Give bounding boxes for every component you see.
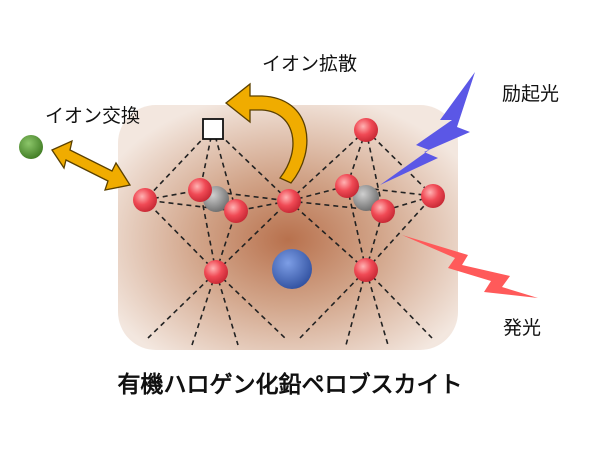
- halide-atom: [188, 178, 212, 202]
- diagram-caption: 有機ハロゲン化鉛ペロブスカイト: [118, 371, 463, 398]
- halide-atom: [335, 174, 359, 198]
- halide-atom: [354, 258, 378, 282]
- ion-exchange-arrow-icon: [51, 139, 132, 191]
- lead-atom-right: [353, 185, 379, 211]
- exchange-ion: [19, 135, 43, 159]
- label-ion-exchange: イオン交換: [45, 105, 140, 127]
- halide-atom: [204, 260, 228, 284]
- excitation-lightning-icon: [380, 72, 475, 185]
- label-emission: 発光: [503, 317, 541, 339]
- a-site-cation: [272, 249, 312, 289]
- halide-atoms: [133, 118, 445, 284]
- halide-atom: [133, 188, 157, 212]
- halide-atom: [277, 189, 301, 213]
- label-ion-diffusion: イオン拡散: [262, 53, 357, 75]
- label-excitation-light: 励起光: [502, 83, 559, 105]
- halide-atom: [371, 199, 395, 223]
- halide-atom: [421, 184, 445, 208]
- emission-lightning-icon: [402, 235, 538, 298]
- crystal-background: [118, 105, 458, 350]
- halide-atom: [354, 118, 378, 142]
- white-square-vacancy-icon: [202, 118, 224, 140]
- lattice-bonds: [144, 127, 434, 346]
- ion-diffusion-arrow-icon: [224, 82, 308, 184]
- halide-atom: [224, 199, 248, 223]
